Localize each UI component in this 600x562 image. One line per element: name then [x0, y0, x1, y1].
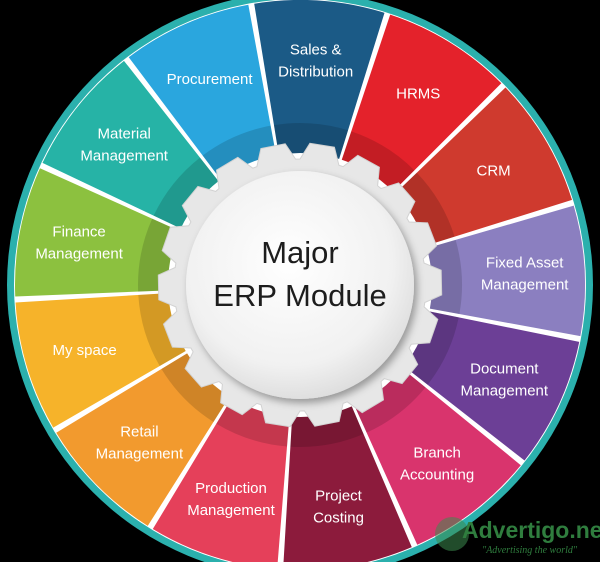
segment-11 [15, 168, 180, 297]
segment-shade-0 [202, 125, 277, 180]
segment-shade-10 [138, 293, 186, 367]
watermark-globe-icon [435, 517, 469, 551]
segment-label-8-line-1: Management [187, 502, 275, 519]
segment-label-4-line-0: Fixed Asset [486, 255, 564, 272]
watermark-site-name: Advertigo.net [462, 517, 600, 543]
segment-4 [426, 205, 586, 337]
segment-label-11-line-1: Management [35, 245, 123, 262]
segment-label-5-line-0: Document [470, 360, 539, 377]
segment-group [15, 0, 586, 562]
segment-1 [254, 0, 385, 159]
segment-label-7-line-1: Costing [313, 510, 364, 527]
segment-label-7-line-0: Project [315, 488, 363, 505]
segment-shade-7 [290, 406, 364, 447]
watermark: Advertigo.net "Advertising the world" [435, 517, 600, 556]
segment-6 [354, 368, 521, 545]
hub-center [186, 171, 414, 399]
segment-label-5-line-1: Management [461, 382, 549, 399]
segment-label-8-line-0: Production [195, 480, 267, 497]
segment-8 [152, 398, 290, 562]
segment-label-9-line-1: Management [96, 446, 184, 463]
segment-shade-3 [395, 172, 455, 246]
center-title-line1: Major [261, 235, 339, 270]
segment-0 [128, 4, 277, 180]
segment-9 [56, 353, 230, 526]
center-title-line2: ERP Module [213, 278, 386, 313]
segment-2 [341, 14, 502, 192]
segment-10 [15, 293, 186, 428]
watermark-tagline: "Advertising the world" [482, 545, 578, 556]
segment-5 [403, 311, 580, 461]
segment-3 [395, 87, 573, 246]
segment-shade-12 [153, 157, 219, 229]
segment-label-12-line-0: Material [98, 126, 151, 143]
segment-label-1-line-0: Sales & [290, 42, 342, 59]
segment-label-2-line-0: HRMS [396, 86, 440, 103]
segment-label-6-line-1: Accounting [400, 466, 474, 483]
segment-7 [283, 406, 412, 562]
segment-shade-2 [341, 131, 415, 192]
segment-label-6-line-0: Branch [413, 444, 461, 461]
segment-shade-6 [354, 368, 426, 433]
segment-shade-9 [161, 353, 230, 422]
segment-12 [42, 60, 219, 229]
segment-label-4-line-1: Management [481, 277, 569, 294]
segment-label-12-line-1: Management [80, 148, 168, 165]
segment-shade-5 [403, 311, 459, 385]
segment-label-11-line-0: Finance [52, 223, 105, 240]
segment-label-10-line-0: My space [52, 342, 116, 359]
segment-label-1-line-1: Distribution [278, 64, 353, 81]
segment-label-9-line-0: Retail [120, 424, 158, 441]
segment-label-3-line-0: CRM [477, 162, 511, 179]
segment-label-0-line-0: Procurement [167, 71, 254, 88]
